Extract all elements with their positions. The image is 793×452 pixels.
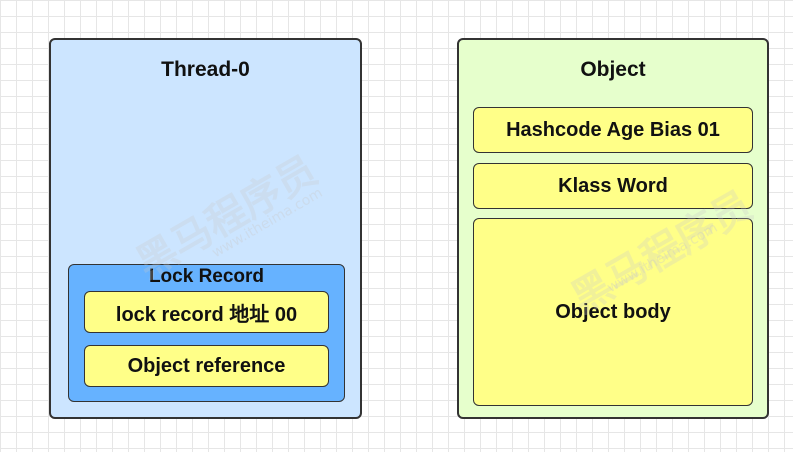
object-title: Object <box>580 58 646 81</box>
object-body-box: Object body <box>473 218 753 406</box>
lock-record-title: Lock Record <box>148 266 265 287</box>
object-reference-box: Object reference <box>84 345 329 387</box>
mark-word-box: Hashcode Age Bias 01 <box>473 107 753 153</box>
lock-record-address-box: lock record 地址 00 <box>84 291 329 333</box>
object-panel: Object Hashcode Age Bias 01 Klass Word O… <box>457 38 769 419</box>
thread-panel: Thread-0 Lock Record lock record 地址 00 O… <box>49 38 362 419</box>
klass-word-box: Klass Word <box>473 163 753 209</box>
lock-record-box: Lock Record lock record 地址 00 Object ref… <box>68 264 345 402</box>
thread-title: Thread-0 <box>161 58 250 81</box>
